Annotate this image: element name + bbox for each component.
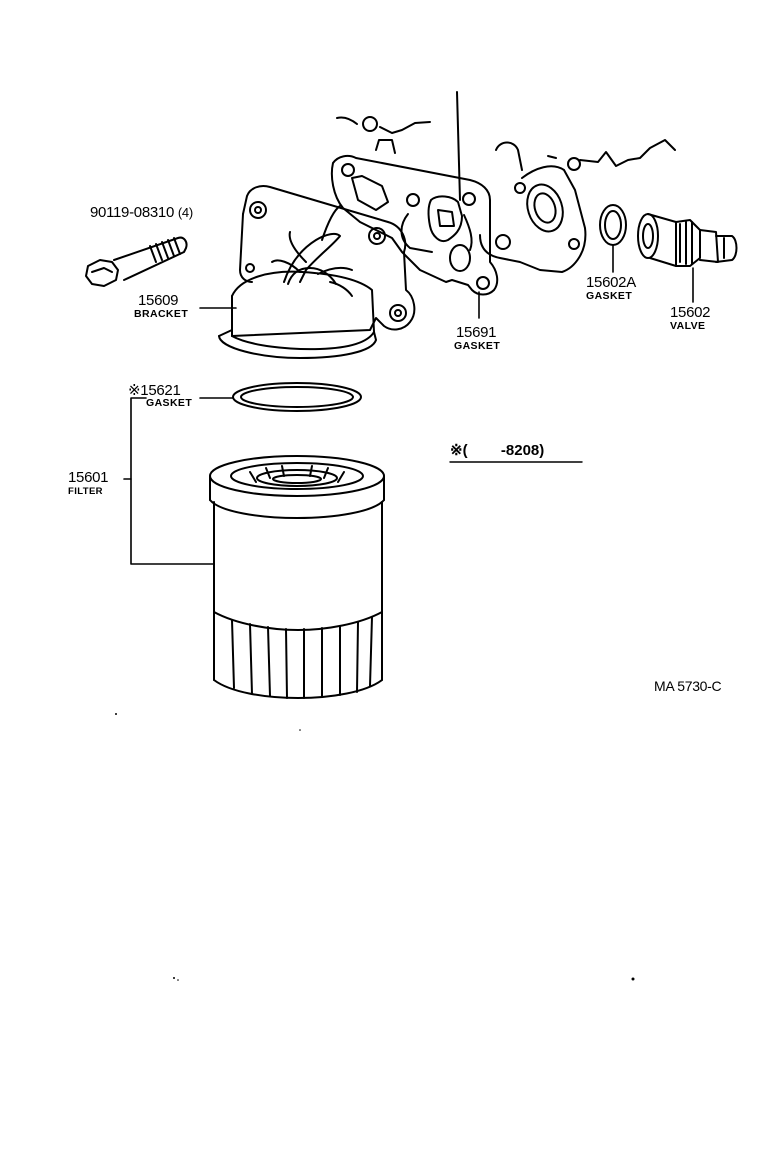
filter-gasket-number: 15621 <box>140 382 181 399</box>
bolt-part-number: 90119-08310 (4) <box>90 205 193 221</box>
filter-gasket-ring-icon <box>232 382 362 412</box>
note-text: ( -8208) <box>462 442 545 459</box>
bracket-part-number: 15609 <box>138 292 179 309</box>
engine-block-outline <box>336 91 676 273</box>
filter-part-name: FILTER <box>68 486 103 497</box>
filter-part-number: 15601 <box>68 469 109 486</box>
bolt-icon <box>85 236 188 287</box>
oil-filter-icon <box>209 455 385 699</box>
diagram-code: MA 5730-C <box>654 678 722 694</box>
bracket-icon <box>218 185 416 359</box>
applicability-note: ※( -8208) <box>450 443 544 459</box>
filter-gasket-part-name: GASKET <box>146 397 193 409</box>
bracket-part-name: BRACKET <box>134 308 189 320</box>
filter-gasket-mark: ※ <box>128 382 141 399</box>
bracket-gasket-part-name: GASKET <box>454 340 501 352</box>
note-mark: ※ <box>450 442 463 459</box>
leader-filter-bracket <box>130 397 215 565</box>
leader-lines <box>123 244 694 565</box>
scan-specks <box>115 713 635 981</box>
filter-gasket-part-number: ※15621 <box>128 383 181 399</box>
valve-gasket-ring-icon <box>599 204 627 246</box>
valve-gasket-part-name: GASKET <box>586 290 633 302</box>
bolt-quantity: (4) <box>177 205 193 220</box>
valve-part-number: 15602 <box>670 304 711 321</box>
relief-valve-icon <box>637 213 738 267</box>
bolt-number: 90119-08310 <box>90 204 175 221</box>
valve-gasket-part-number: 15602A <box>586 274 636 291</box>
bracket-gasket-part-number: 15691 <box>456 324 497 341</box>
bracket-gasket-icon <box>330 154 499 296</box>
valve-part-name: VALVE <box>670 320 706 332</box>
